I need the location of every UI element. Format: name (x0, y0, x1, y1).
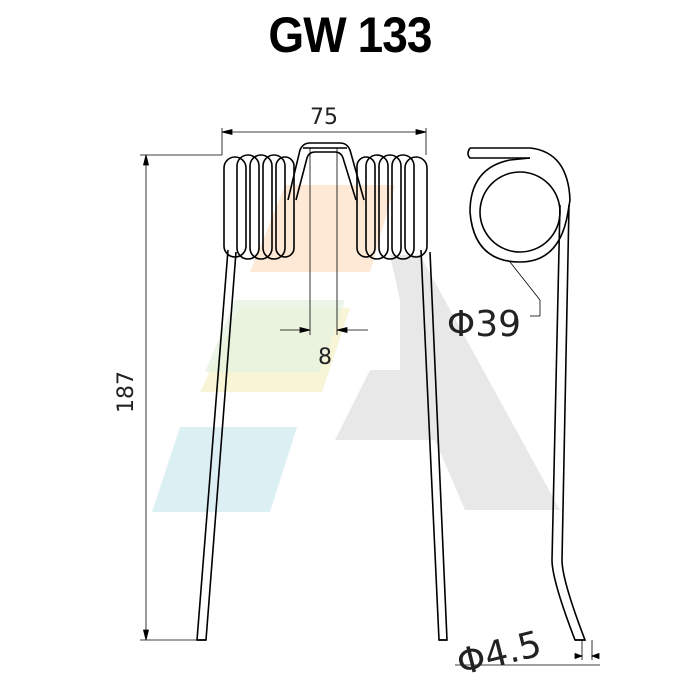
center-loop (287, 142, 365, 201)
side-view (467, 147, 587, 641)
coil-diameter-label: Φ39 (447, 304, 521, 345)
coil-inner-circle (479, 171, 561, 253)
watermark-logo (152, 185, 560, 512)
side-tine (551, 204, 587, 641)
wire-diameter-label: Φ4.5 (453, 624, 546, 684)
front-view (196, 142, 448, 641)
part-title: GW 133 (268, 7, 432, 63)
width-dimension-label: 75 (310, 105, 338, 130)
watermark-stripe-orange (250, 185, 395, 272)
left-coil (223, 154, 295, 260)
right-coil (356, 154, 428, 260)
watermark-a-shape (335, 255, 560, 510)
gap-dimension-label: 8 (318, 345, 332, 370)
coil-outer (469, 147, 571, 263)
watermark-stripe-blue (152, 427, 297, 512)
side-dimension-lines (455, 261, 600, 666)
dimension-lines (140, 128, 427, 641)
height-dimension-label: 187 (114, 371, 139, 413)
